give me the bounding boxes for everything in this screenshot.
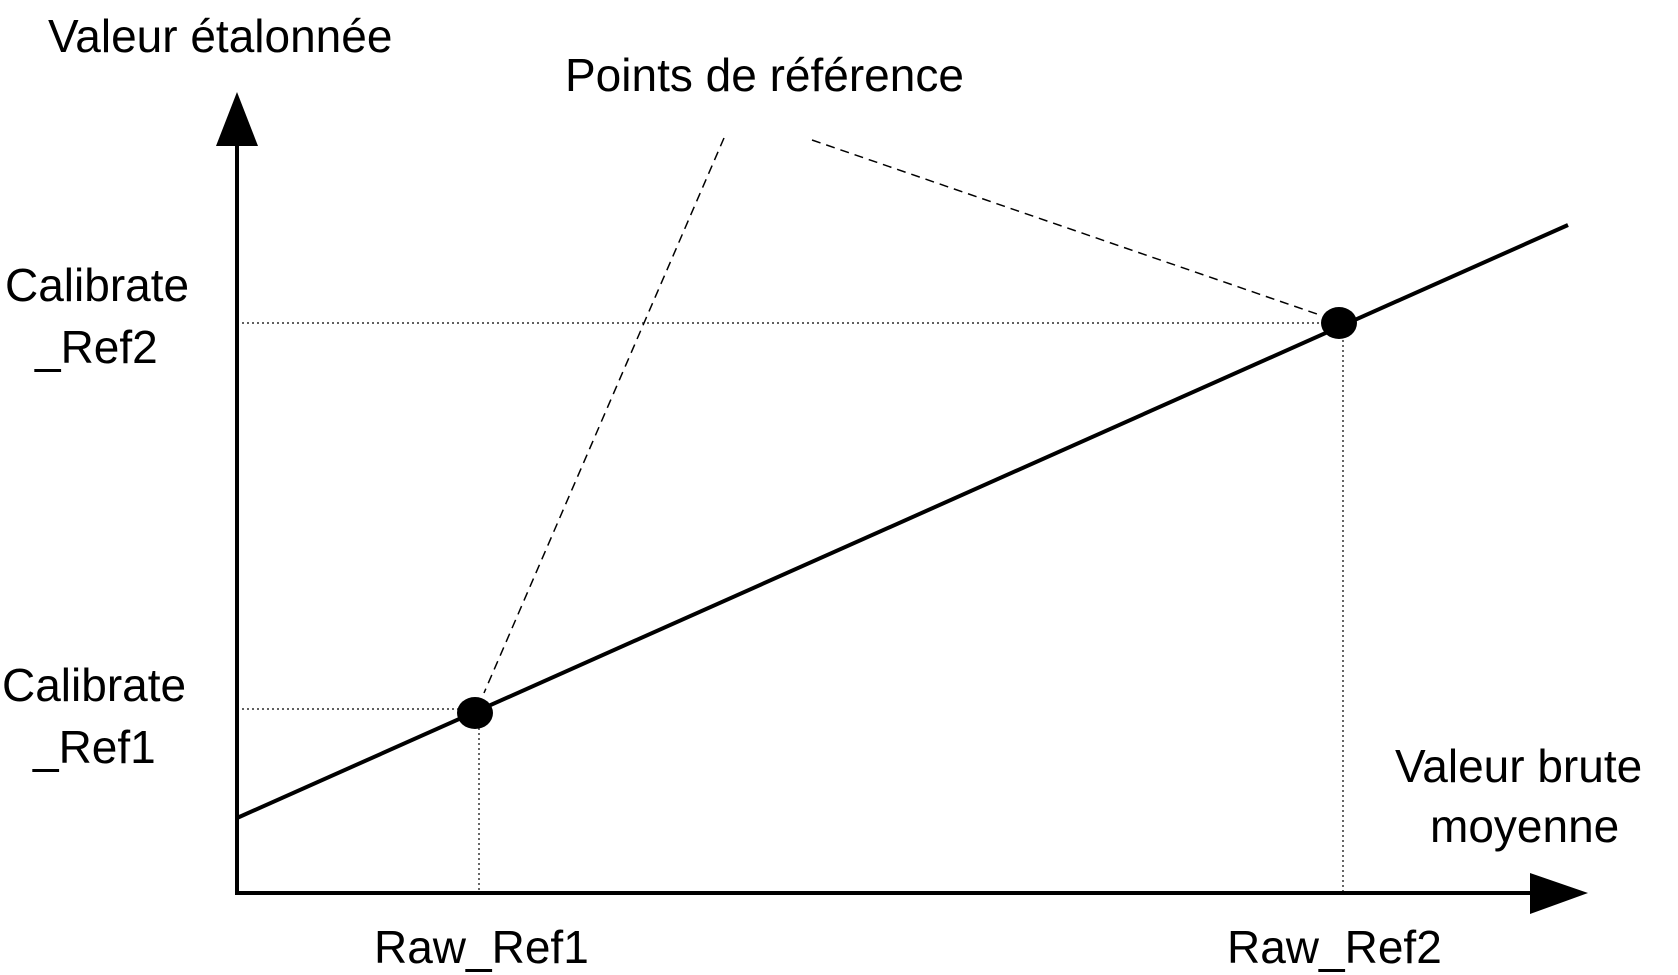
y-axis-label: Valeur étalonnée bbox=[48, 10, 392, 62]
callout-label: Points de référence bbox=[565, 49, 964, 101]
callout-line-ref2 bbox=[811, 139, 1318, 315]
calibrate-ref1-label-line1: Calibrate bbox=[2, 659, 186, 711]
x-axis-label-line2: moyenne bbox=[1430, 800, 1619, 852]
callout-line-ref1 bbox=[483, 137, 725, 694]
x-axis-arrowhead bbox=[1530, 873, 1588, 914]
calibrate-ref1-label-line2: _Ref1 bbox=[32, 721, 156, 773]
x-axis-label-line1: Valeur brute bbox=[1395, 740, 1642, 792]
raw-ref1-label: Raw_Ref1 bbox=[374, 921, 589, 973]
calibrate-ref2-label-line2: _Ref2 bbox=[34, 321, 158, 373]
calibrate-ref2-label-line1: Calibrate bbox=[5, 259, 189, 311]
calibration-line bbox=[236, 223, 1569, 820]
y-axis-arrowhead bbox=[216, 92, 258, 146]
reference-point-1 bbox=[457, 697, 493, 729]
reference-point-2 bbox=[1321, 307, 1357, 339]
raw-ref2-label: Raw_Ref2 bbox=[1227, 921, 1442, 973]
